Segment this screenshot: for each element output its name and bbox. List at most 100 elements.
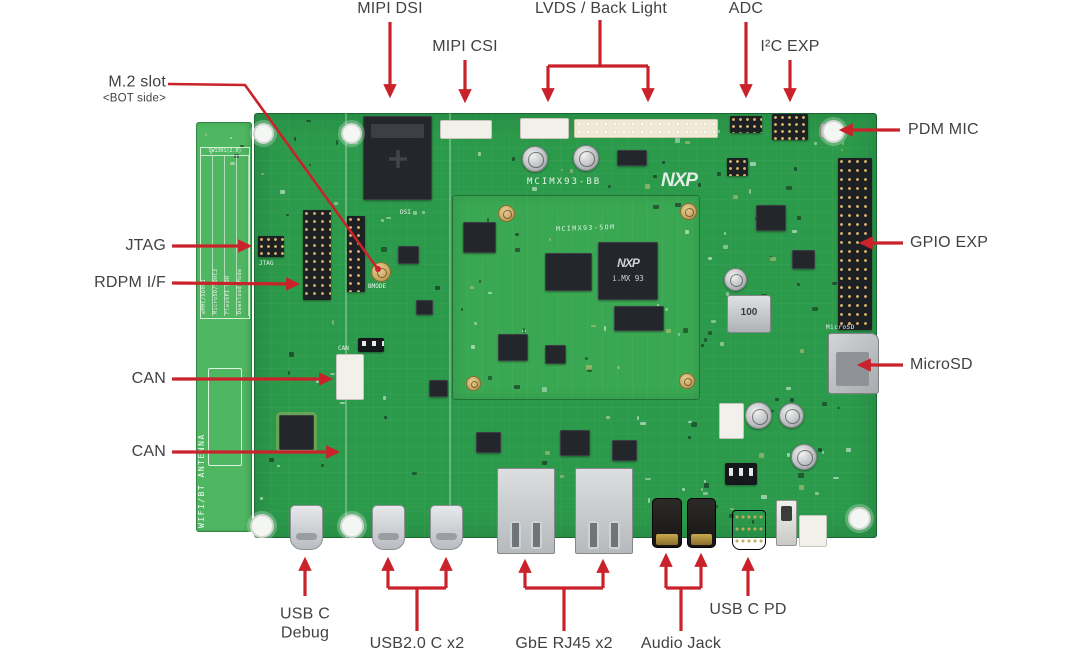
callout-usbc-debug: USB C Debug [280, 606, 330, 643]
electrolytic-cap [745, 402, 772, 429]
callout-usb20: USB2.0 C x2 [369, 635, 465, 652]
smd-component [293, 137, 296, 142]
som-ic [545, 345, 566, 364]
smd-component [470, 285, 475, 290]
smd-component [815, 492, 819, 496]
smd-component [787, 453, 790, 457]
imx93-chip-name: i.MX 93 [612, 274, 644, 283]
usbc-debug-line1: USB C [280, 605, 330, 623]
electrolytic-cap [522, 146, 548, 172]
electrolytic-cap [779, 403, 804, 428]
i2c-exp-header [772, 114, 808, 140]
board-vcut-line [345, 113, 347, 538]
smd-component [725, 291, 729, 296]
smd-component [798, 485, 805, 490]
power-inductor: 100 [727, 295, 771, 333]
antenna-vertical-label: WIFI/BT ANTENNA [197, 433, 206, 528]
pd-dip-switch [725, 463, 757, 485]
smd-component [617, 365, 620, 369]
smd-component [288, 352, 294, 357]
flash-ic [614, 306, 664, 331]
smd-component [797, 473, 804, 478]
smd-component [657, 303, 660, 307]
smd-component [711, 320, 717, 323]
smd-component [545, 451, 550, 455]
smd-component [412, 210, 418, 215]
smd-component [687, 420, 693, 423]
smd-component [792, 230, 797, 234]
smd-component [473, 322, 478, 325]
callout-microsd: MicroSD [910, 356, 973, 373]
callout-jtag: JTAG [125, 237, 166, 254]
smd-component [813, 141, 818, 145]
boot-table-columns: eMMC/SDHC1 MicroSD/SDHC2 FlexSPI NOR Dow… [201, 156, 249, 316]
smd-component [685, 141, 690, 145]
electrolytic-cap [573, 145, 599, 171]
smd-component [383, 396, 387, 400]
smd-component [832, 282, 837, 285]
smd-component [682, 488, 685, 491]
callout-rdpm: RDPM I/F [94, 274, 166, 291]
smd-component [662, 161, 666, 164]
rj45-tab-slot [609, 521, 620, 549]
smd-component [704, 479, 707, 483]
adc-header [730, 116, 762, 133]
mounting-hole [848, 507, 871, 530]
smd-component [513, 384, 520, 389]
callout-i2c-exp: I²C EXP [760, 38, 820, 55]
smd-component [775, 398, 780, 402]
smd-component [590, 324, 597, 328]
smd-component [786, 186, 792, 190]
baseboard-part-number: MCIMX93-BB [527, 177, 602, 187]
smd-component [645, 477, 651, 481]
smd-component [640, 421, 646, 426]
can-silkscreen: CAN [338, 345, 349, 352]
mounting-hole [253, 123, 274, 144]
baseboard-ic [612, 440, 637, 461]
smd-component [797, 215, 801, 221]
smd-component [707, 256, 713, 260]
smd-component [682, 328, 688, 333]
callout-gpio-exp: GPIO EXP [910, 234, 989, 251]
baseboard-ic [476, 432, 501, 453]
boot-table-row: MicroSD/SDHC2 [213, 156, 225, 316]
smd-component [817, 447, 823, 452]
smd-component [329, 372, 335, 375]
smd-component [381, 247, 387, 253]
smd-component [717, 171, 721, 176]
boot-table-row: eMMC/SDHC1 [201, 156, 213, 316]
smd-component [471, 345, 475, 350]
smd-component [422, 210, 425, 215]
smd-component [515, 247, 521, 253]
smd-component [719, 342, 725, 346]
fan-connector [719, 403, 744, 439]
smd-component [477, 151, 482, 157]
smd-component [688, 436, 692, 439]
callout-audio-jack: Audio Jack [640, 635, 722, 652]
audio-jack-2 [687, 498, 716, 548]
smd-component [666, 328, 671, 334]
rj45-tab-slot [588, 521, 599, 549]
smd-component [488, 292, 493, 295]
smd-component [652, 204, 659, 210]
smd-component [770, 257, 777, 261]
mipi-dsi-connector-latch [371, 124, 424, 138]
smd-component [268, 458, 275, 463]
smd-component [541, 461, 548, 465]
smd-component [677, 333, 681, 337]
smd-component [515, 232, 519, 236]
som-ic [498, 334, 528, 361]
smd-component [685, 230, 690, 235]
imx93-chip-logo: NXP [617, 256, 640, 270]
baseboard-ic [756, 205, 786, 231]
smd-component [532, 187, 537, 191]
callout-m2-slot: M.2 slot <BOT side> [103, 74, 166, 105]
baseboard-ic [416, 300, 433, 315]
smd-component [280, 190, 286, 195]
smd-component [700, 343, 704, 348]
rj45-tab-slot [510, 521, 521, 549]
som-standoff [679, 373, 695, 389]
smd-component [698, 182, 701, 188]
rj45-port-1 [497, 468, 555, 554]
smd-component [702, 492, 709, 495]
